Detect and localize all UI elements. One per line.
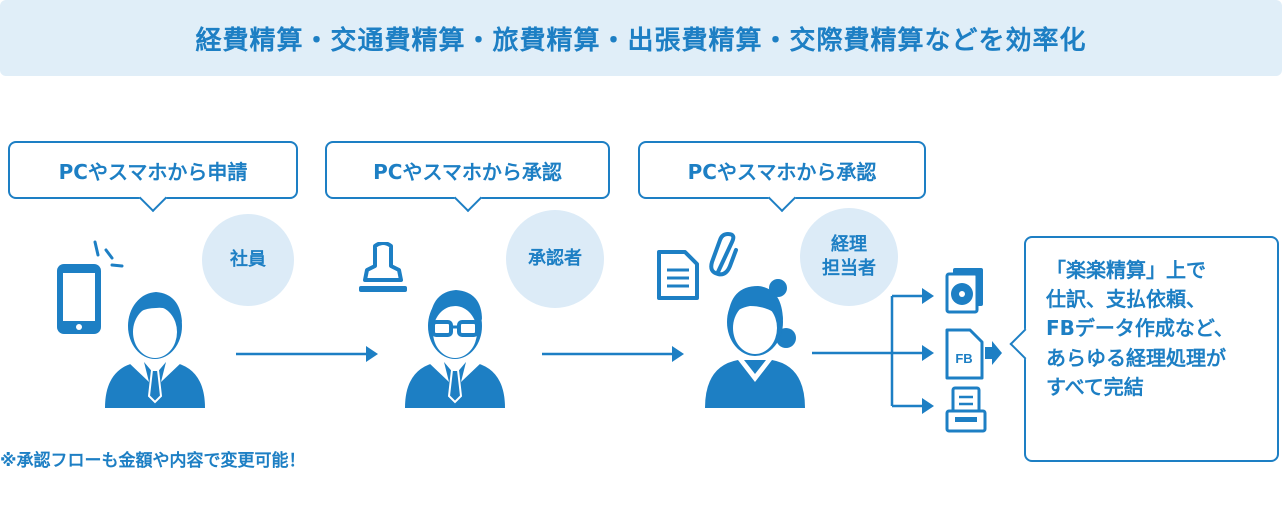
result-line-4: あらゆる経理処理が	[1046, 345, 1226, 370]
result-box: 「楽楽精算」上で 仕訳、支払依頼、 FBデータ作成など、 あらゆる経理処理が す…	[1024, 236, 1279, 462]
disc-software-icon	[945, 268, 983, 314]
flow-arrow-2	[542, 346, 684, 362]
banner-text: 経費精算・交通費精算・旅費精算・出張費精算・交際費精算などを効率化	[195, 25, 1087, 56]
step-3-bubble-text: PCやスマホから承認	[687, 159, 877, 184]
accounting-person-icon	[705, 279, 805, 408]
result-line-5: すべて完結	[1046, 374, 1144, 399]
footnote: ※承認フローも金額や内容で変更可能！	[0, 451, 306, 471]
role-approver: 承認者	[506, 210, 604, 308]
role-employee-label: 社員	[230, 248, 266, 270]
step-2-bubble: PCやスマホから承認	[325, 141, 610, 199]
step-1-bubble: PCやスマホから申請	[8, 141, 298, 199]
flow-arrow-1	[236, 346, 378, 362]
stamp-icon	[359, 242, 407, 292]
employee-person-icon	[105, 292, 205, 408]
step-3-bubble: PCやスマホから承認	[638, 141, 926, 199]
fb-file-icon: FB	[945, 328, 1002, 380]
result-line-1: 「楽楽精算」上で	[1046, 258, 1206, 282]
role-accounting-label: 経理 担当者	[822, 233, 876, 279]
role-approver-label: 承認者	[528, 247, 582, 269]
role-employee: 社員	[202, 214, 294, 306]
branch-arrows	[812, 288, 934, 414]
fb-label: FB	[955, 351, 972, 366]
step-1-bubble-text: PCやスマホから申請	[58, 159, 248, 184]
result-line-3: FBデータ作成など、	[1046, 316, 1234, 341]
paperclip-icon	[709, 232, 738, 277]
smartphone-icon	[57, 240, 124, 334]
step-2-bubble-text: PCやスマホから承認	[373, 159, 562, 184]
role-accounting: 経理 担当者	[800, 208, 898, 306]
approver-person-icon	[405, 290, 505, 408]
printer-icon	[945, 386, 987, 433]
header-banner: 経費精算・交通費精算・旅費精算・出張費精算・交際費精算などを効率化	[0, 0, 1282, 76]
result-line-2: 仕訳、支払依頼、	[1046, 287, 1206, 312]
document-icon	[657, 250, 699, 300]
